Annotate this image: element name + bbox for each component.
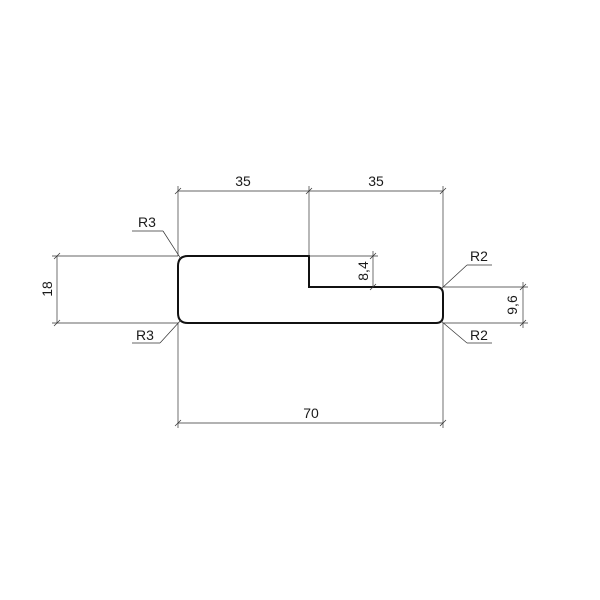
- radius-text-top-left: R3: [138, 214, 156, 230]
- dimension-text-total: 70: [303, 405, 319, 421]
- profile-outline: [177, 255, 444, 324]
- dimension-bottom-total: 70: [174, 323, 447, 428]
- dimension-text-left-height: 18: [39, 281, 55, 297]
- radius-text-bottom-right: R2: [470, 327, 488, 343]
- dimension-top-right: 35: [309, 173, 447, 287]
- dimension-right-height: 9,6: [443, 282, 528, 328]
- dimension-left-height: 18: [39, 252, 178, 327]
- radius-text-bottom-left: R3: [136, 327, 154, 343]
- dimension-text-right-height: 9,6: [504, 295, 520, 315]
- dimension-text-top-left: 35: [235, 173, 251, 189]
- radius-callout-bottom-left: R3: [132, 319, 182, 344]
- radius-callout-top-right: R2: [440, 248, 492, 290]
- radius-callout-bottom-right: R2: [440, 320, 492, 344]
- radius-text-top-right: R2: [470, 248, 488, 264]
- dimension-step-height: 8,4: [309, 251, 378, 291]
- dimension-text-top-right: 35: [368, 173, 384, 189]
- dimension-text-step-height: 8,4: [355, 261, 371, 281]
- radius-callout-top-left: R3: [132, 214, 182, 260]
- dimension-top-left: 35: [174, 173, 313, 256]
